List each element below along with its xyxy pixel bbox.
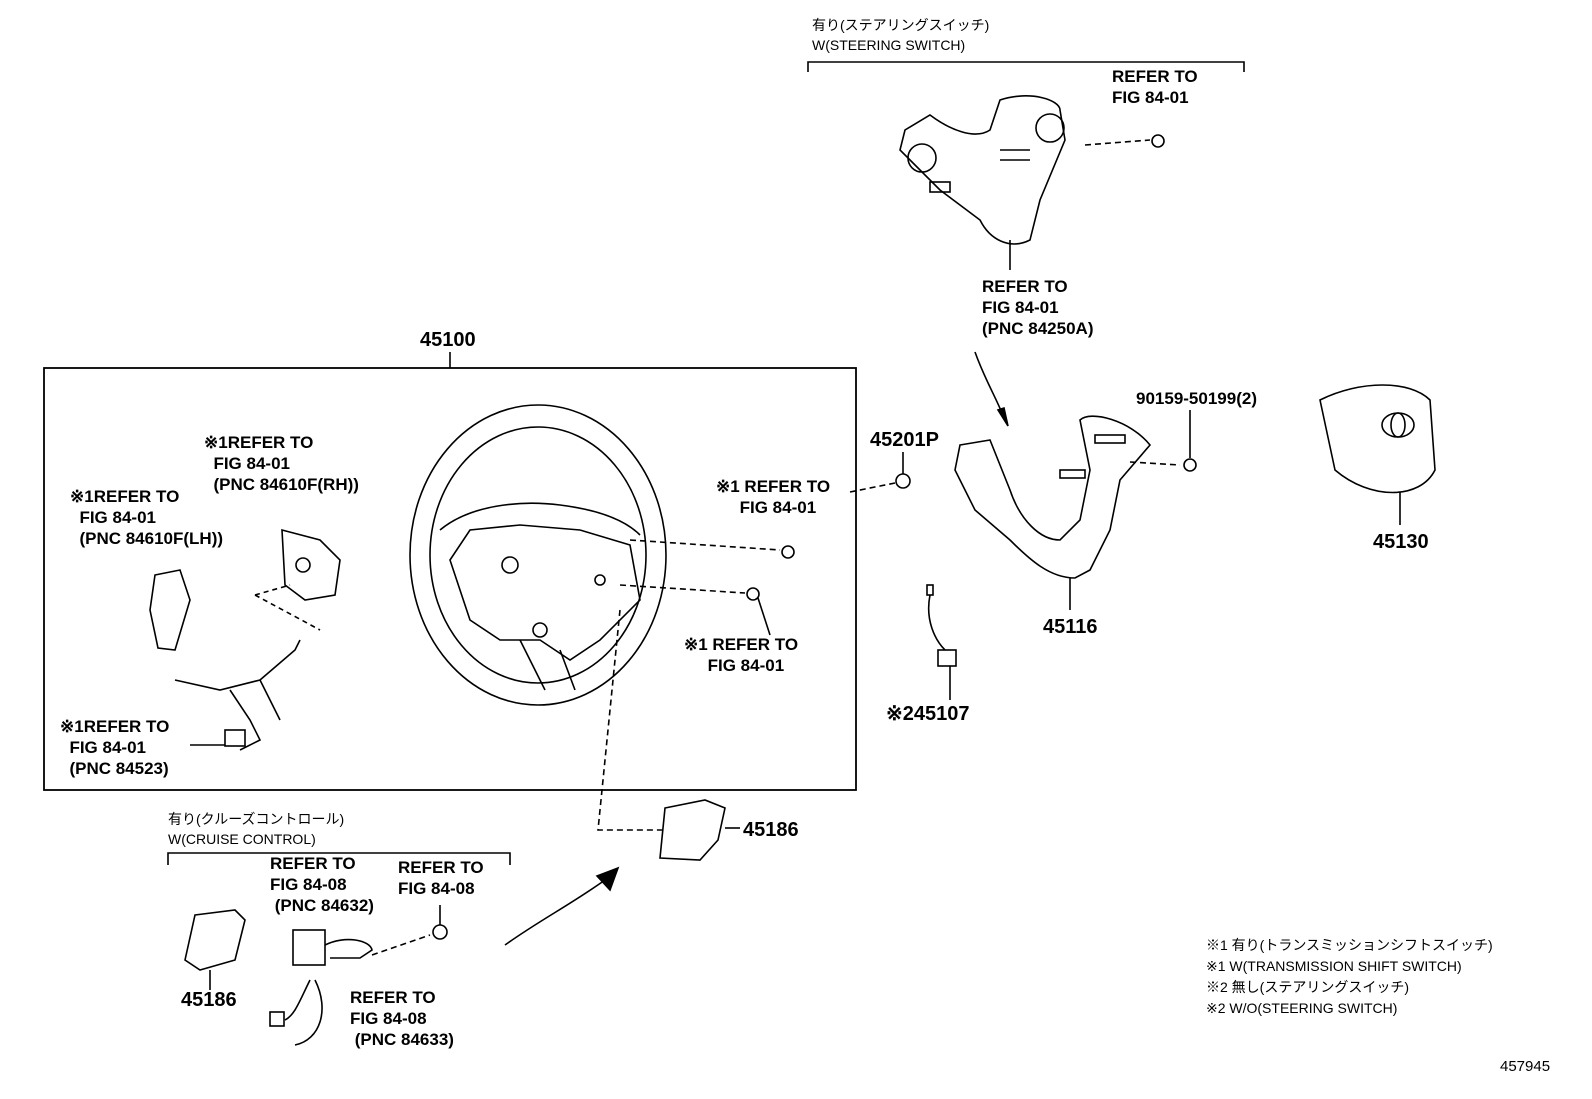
lh-switch-drawing	[149, 569, 191, 651]
ref-cruise-c: REFER TO FIG 84-08 (PNC 84633)	[350, 988, 454, 1049]
note-2-en: ※2 W/O(STEERING SWITCH)	[1206, 1000, 1398, 1016]
ref-bolt-upper: ※1 REFER TO FIG 84-01	[716, 477, 831, 517]
part-number-45186-left: 45186	[181, 989, 237, 1011]
cruise-header-jp: 有り(クルーズコントロール)	[168, 811, 345, 827]
ref-top-switch: REFER TO FIG 84-01 (PNC 84250A)	[982, 277, 1094, 338]
note-1-jp: ※1 有り(トランスミッションシフトスイッチ)	[1206, 937, 1493, 953]
part-number-45107: ※245107	[886, 703, 970, 725]
ref-cruise-b: REFER TO FIG 84-08	[398, 858, 484, 898]
nut-45201p	[895, 473, 911, 489]
cruise-switch-drawing	[292, 929, 373, 966]
wire-45107-drawing	[926, 584, 957, 700]
airbag-45130-drawing	[1319, 384, 1436, 525]
steering-switch-header-en: W(STEERING SWITCH)	[812, 37, 966, 53]
figure-id: 457945	[1500, 1058, 1551, 1075]
part-number-45201p: 45201P	[870, 429, 939, 451]
part-number-90159: 90159-50199(2)	[1136, 389, 1257, 408]
ref-wire-84523: ※1REFER TO FIG 84-01 (PNC 84523)	[60, 717, 170, 778]
wire-harness-84523	[174, 639, 301, 751]
ref-lh-switch: ※1REFER TO FIG 84-01 (PNC 84610F(LH))	[70, 487, 224, 548]
cruise-header-en: W(CRUISE CONTROL)	[168, 831, 316, 847]
steering-wheel-drawing	[409, 404, 667, 706]
note-2-jp: ※2 無し(ステアリングスイッチ)	[1206, 979, 1409, 995]
part-number-45100: 45100	[420, 329, 476, 351]
ref-rh-switch: ※1REFER TO FIG 84-01 (PNC 84610F(RH))	[204, 433, 359, 494]
cover-45186-left	[184, 909, 246, 971]
cover-45186-right	[659, 799, 726, 861]
cruise-wire-drawing	[284, 979, 323, 1046]
part-number-45186-right: 45186	[743, 819, 799, 841]
note-1-en: ※1 W(TRANSMISSION SHIFT SWITCH)	[1206, 958, 1462, 974]
top-switch-pad-drawing	[899, 95, 1066, 245]
ref-cruise-a: REFER TO FIG 84-08 (PNC 84632)	[270, 854, 374, 915]
part-number-45116: 45116	[1043, 616, 1098, 638]
rh-switch-drawing	[281, 528, 341, 601]
cruise-control-bracket	[167, 852, 511, 865]
switch-pad-45116-drawing	[954, 415, 1152, 579]
ref-bolt-lower: ※1 REFER TO FIG 84-01	[684, 635, 799, 675]
steering-switch-bracket	[807, 61, 1245, 72]
steering-switch-header-jp: 有り(ステアリングスイッチ)	[812, 17, 990, 33]
ref-top-right: REFER TO FIG 84-01	[1112, 67, 1198, 107]
part-number-45130: 45130	[1373, 531, 1429, 553]
